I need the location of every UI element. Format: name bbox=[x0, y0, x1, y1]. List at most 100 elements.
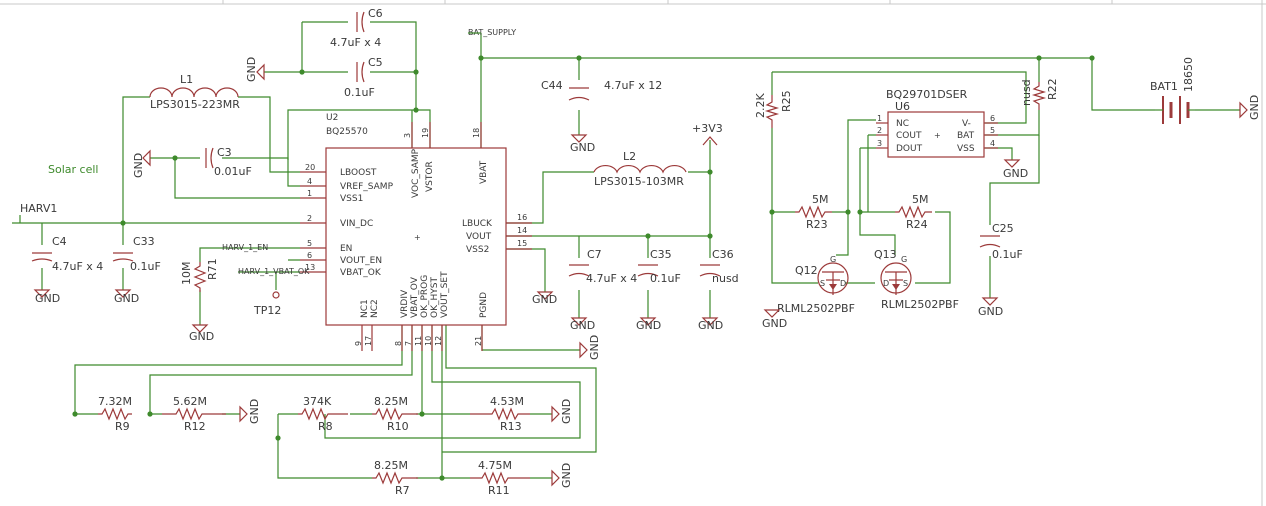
gnd-bat1-label: GND bbox=[1248, 95, 1261, 120]
u2-pin-vbatok: VBAT_OK bbox=[340, 268, 382, 278]
r9-value: 7.32M bbox=[98, 395, 132, 408]
c25-name: C25 bbox=[992, 222, 1014, 235]
gnd-c25-label: GND bbox=[978, 305, 1003, 318]
u2-num-14: 14 bbox=[517, 226, 527, 235]
resistor-r8: 374K R8 bbox=[298, 395, 348, 433]
capacitor-c35: C35 0.1uF bbox=[637, 248, 681, 285]
transistors: S D G Q12 RLML2502PBF D S G Q13 RLML2502… bbox=[777, 248, 959, 315]
u6-num-6: 6 bbox=[990, 114, 995, 123]
q12-pin-g: G bbox=[830, 255, 836, 264]
u2-pin-okprog: OK_PROG bbox=[420, 275, 430, 318]
gnd-u6: GND bbox=[1003, 159, 1028, 180]
c36-value: nusd bbox=[712, 272, 739, 285]
ic-u6: BQ29701DSER U6 + NC COUT DOUT V- BAT VSS… bbox=[876, 88, 998, 158]
r22-name: R22 bbox=[1046, 78, 1059, 100]
r13-name: R13 bbox=[500, 420, 522, 433]
gnd-c33: GND bbox=[114, 289, 139, 305]
capacitors: C6 4.7uF x 4 C5 0.1uF C3 0.01uF C4 4.7uF… bbox=[31, 7, 1023, 285]
u2-right-pins: LBUCK VOUT VSS2 16 14 15 bbox=[462, 213, 532, 255]
r23-value: 5M bbox=[812, 193, 829, 206]
u2-num-7: 7 bbox=[404, 341, 413, 346]
r24-value: 5M bbox=[912, 193, 929, 206]
u2-value: BQ25570 bbox=[326, 127, 368, 137]
resistor-r10: 8.25M R10 bbox=[372, 395, 418, 433]
r7-value: 8.25M bbox=[374, 459, 408, 472]
testpoint-tp12: TP12 bbox=[253, 291, 281, 317]
u6-pin-vss: VSS bbox=[957, 144, 975, 154]
u2-num-15: 15 bbox=[517, 239, 527, 248]
gnd-c7: GND bbox=[570, 317, 595, 332]
u2-name: U2 bbox=[326, 113, 338, 123]
u2-pin-vindc: VIN_DC bbox=[340, 219, 373, 229]
gnd-r12: GND bbox=[239, 399, 261, 424]
u2-pin-nc2: NC2 bbox=[370, 299, 380, 318]
gnd-c6: GND bbox=[245, 57, 265, 82]
q12-pin-d: D bbox=[840, 279, 846, 288]
gnd-c7-label: GND bbox=[570, 319, 595, 332]
gnd-r13: GND bbox=[551, 399, 573, 424]
ic-u2: U2 BQ25570 + LBOOST VREF_SAMP VSS1 VIN_D… bbox=[300, 113, 532, 351]
u2-pin-vss1: VSS1 bbox=[340, 194, 363, 204]
u6-pin-bat: BAT bbox=[957, 131, 975, 141]
c33-name: C33 bbox=[133, 235, 155, 248]
u6-num-2: 2 bbox=[877, 126, 882, 135]
gnd-q12-label: GND bbox=[762, 317, 787, 330]
resistor-r23: 5M R23 bbox=[795, 193, 832, 231]
u2-num-10: 10 bbox=[424, 336, 433, 346]
net-harv1: HARV1 bbox=[20, 202, 57, 215]
u6-pin-vminus: V- bbox=[962, 119, 971, 129]
u6-pin-nc: NC bbox=[896, 119, 909, 129]
c6-name: C6 bbox=[368, 7, 383, 20]
l1-value: LPS3015-223MR bbox=[150, 98, 240, 111]
gnd-c44: GND bbox=[570, 134, 595, 154]
u2-num-17: 17 bbox=[364, 336, 373, 346]
inductor-l1: L1 LPS3015-223MR bbox=[149, 73, 240, 111]
q13-pin-g: G bbox=[901, 255, 907, 264]
gnd-r71-label: GND bbox=[189, 330, 214, 343]
q12-value: RLML2502PBF bbox=[777, 302, 855, 315]
u6-num-1: 1 bbox=[877, 114, 882, 123]
u2-num-20: 20 bbox=[305, 163, 315, 172]
u2-num-9: 9 bbox=[354, 341, 363, 346]
gnd-c33-label: GND bbox=[114, 292, 139, 305]
u2-num-13: 13 bbox=[305, 263, 315, 272]
l2-name: L2 bbox=[623, 150, 636, 163]
gnd-vss2-label: GND bbox=[532, 293, 557, 306]
gnd-c35: GND bbox=[636, 317, 661, 332]
net-harv1-vbat-ok: HARV_1_VBAT_OK bbox=[238, 267, 310, 276]
mosfet-q13: D S G Q13 RLML2502PBF bbox=[874, 248, 959, 311]
c44-name: C44 bbox=[541, 79, 563, 92]
r8-value: 374K bbox=[303, 395, 332, 408]
r9-name: R9 bbox=[115, 420, 130, 433]
u2-num-21: 21 bbox=[474, 336, 483, 346]
capacitor-c33: C33 0.1uF bbox=[112, 235, 161, 273]
gnd-c44-label: GND bbox=[570, 141, 595, 154]
capacitor-c36: C36 nusd bbox=[699, 248, 739, 285]
u2-num-12: 12 bbox=[434, 336, 443, 346]
u2-num-3: 3 bbox=[403, 133, 412, 138]
r11-name: R11 bbox=[488, 484, 510, 497]
q13-pin-s: S bbox=[903, 279, 908, 288]
r8-name: R8 bbox=[318, 420, 333, 433]
r10-name: R10 bbox=[387, 420, 409, 433]
q12-pin-s: S bbox=[820, 279, 825, 288]
resistor-r24: 5M R24 bbox=[895, 193, 932, 231]
gnd-c25: GND bbox=[978, 297, 1003, 318]
resistor-r13: 4.53M R13 bbox=[470, 395, 530, 433]
l1-name: L1 bbox=[180, 73, 193, 86]
c5-name: C5 bbox=[368, 56, 383, 69]
bat1-name: BAT1 bbox=[1150, 80, 1178, 93]
mosfet-q12: S D G Q12 RLML2502PBF bbox=[777, 255, 855, 315]
capacitor-c6: C6 4.7uF x 4 bbox=[330, 7, 383, 49]
l2-value: LPS3015-103MR bbox=[594, 175, 684, 188]
gnd-r11-label: GND bbox=[560, 463, 573, 488]
gnd-c4-label: GND bbox=[35, 292, 60, 305]
gnd-r13-label: GND bbox=[560, 399, 573, 424]
gnd-c3: GND bbox=[132, 149, 151, 178]
gnd-c35-label: GND bbox=[636, 319, 661, 332]
c25-value: 0.1uF bbox=[992, 248, 1023, 261]
c6-value: 4.7uF x 4 bbox=[330, 36, 381, 49]
q13-pin-d: D bbox=[883, 279, 889, 288]
